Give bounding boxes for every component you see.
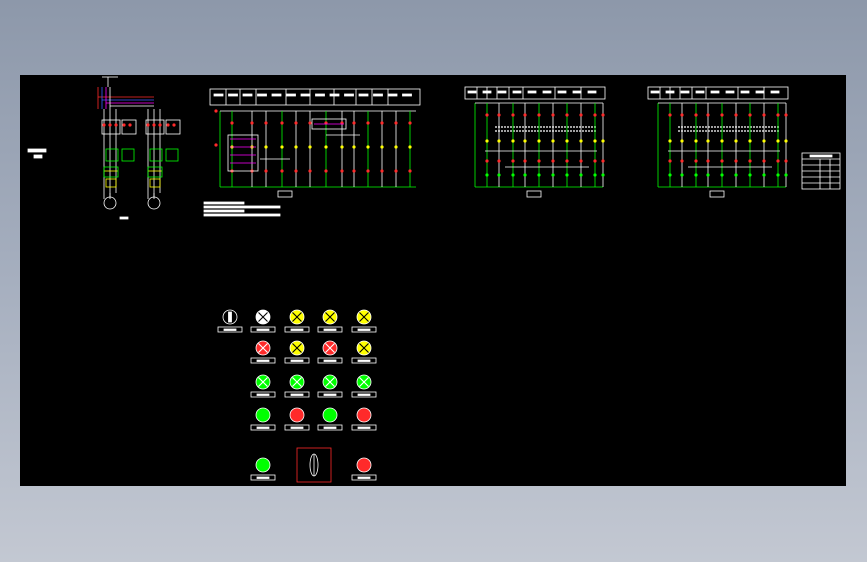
lamp-yellow xyxy=(351,340,377,364)
lamp-white xyxy=(250,309,276,333)
control-circuit-1-sheet xyxy=(203,88,421,217)
control-circuit-2-sheet xyxy=(464,86,606,198)
button-red xyxy=(351,407,377,431)
lamp-yellow xyxy=(284,309,310,333)
selector-switch xyxy=(217,309,243,333)
power-circuit-sheet xyxy=(27,76,181,220)
button-green xyxy=(250,407,276,431)
lamp-yellow xyxy=(317,309,343,333)
lamp-yellow xyxy=(284,340,310,364)
button-green xyxy=(317,407,343,431)
lamp-green xyxy=(351,374,377,398)
button-red xyxy=(351,457,377,481)
lamp-red xyxy=(250,340,276,364)
lamp-yellow xyxy=(351,309,377,333)
button-red xyxy=(284,407,310,431)
lamp-red xyxy=(317,340,343,364)
control-circuit-3-sheet xyxy=(647,86,789,198)
emergency-stop xyxy=(296,447,332,483)
electrical-schematic xyxy=(27,76,841,483)
button-green xyxy=(250,457,276,481)
legend-table xyxy=(801,152,841,190)
panel-devices xyxy=(217,309,377,483)
cad-drawing-canvas[interactable] xyxy=(20,75,846,486)
lamp-green xyxy=(284,374,310,398)
lamp-green xyxy=(250,374,276,398)
lamp-green xyxy=(317,374,343,398)
